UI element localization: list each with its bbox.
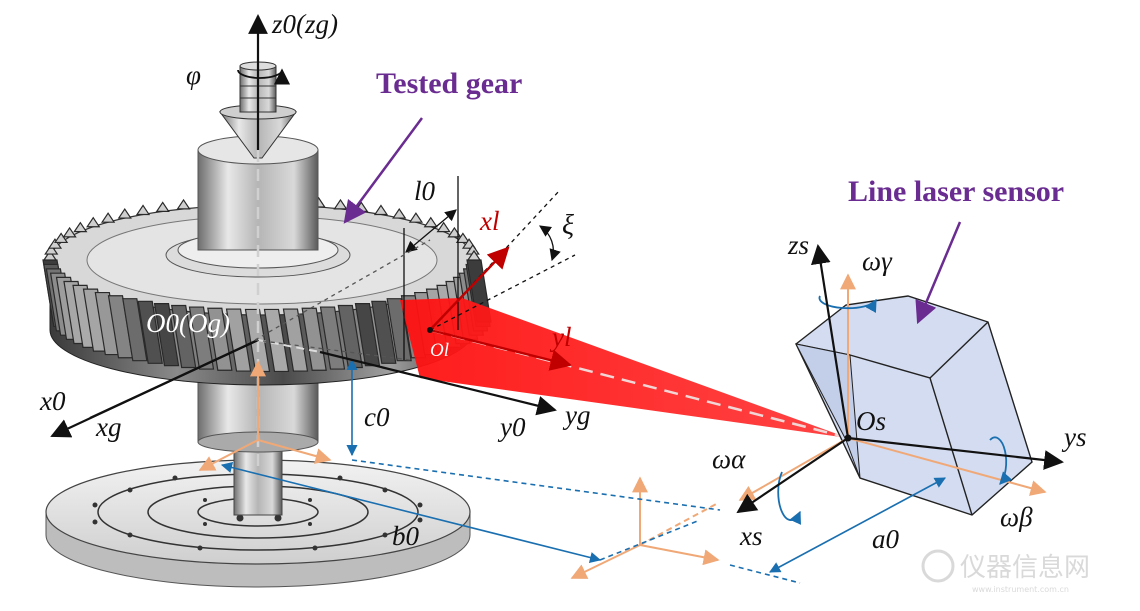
gear-tooth-top xyxy=(47,238,63,249)
gear-tooth xyxy=(371,300,397,364)
label-l0: l0 xyxy=(414,176,436,206)
watermark-logo-icon xyxy=(921,549,955,583)
watermark-text: 仪器信息网 xyxy=(960,553,1090,583)
gear-tooth xyxy=(170,304,197,369)
gear-tooth xyxy=(263,308,290,373)
gear-tooth-top xyxy=(117,207,132,219)
gear-tooth-top xyxy=(455,232,471,244)
gear-tooth-top xyxy=(176,198,191,210)
laser-plane xyxy=(400,298,848,438)
gear-tooth-top xyxy=(44,243,59,255)
label-xs: xs xyxy=(739,521,763,551)
label-b0: b0 xyxy=(392,521,420,551)
gear-tooth-top xyxy=(42,249,58,261)
watermark: 仪器信息网 www.instrument.com.cn xyxy=(921,549,1090,594)
label-ys: ys xyxy=(1061,422,1087,452)
label-omega-beta: ωβ xyxy=(1000,502,1033,532)
gear-tooth xyxy=(188,306,215,370)
gear-tooth xyxy=(282,308,309,372)
label-ol: Ol xyxy=(430,340,449,361)
tested-gear-pointer xyxy=(343,117,424,224)
tested-gear-title: Tested gear xyxy=(376,67,522,100)
label-omega-gamma: ωγ xyxy=(862,246,893,276)
gear-tooth xyxy=(319,306,346,370)
gear-tooth xyxy=(337,304,364,369)
label-o0-og: O0(Og) xyxy=(146,308,230,338)
sensor-pointer xyxy=(915,221,962,325)
construction-lines xyxy=(254,176,576,361)
label-c0: c0 xyxy=(364,402,390,432)
gear-tooth-top xyxy=(392,207,407,219)
gear-tooth-top xyxy=(73,221,88,233)
dimension-lines xyxy=(220,358,946,584)
label-phi: φ xyxy=(186,60,201,90)
label-zs: zs xyxy=(787,230,809,260)
axis-yl xyxy=(429,328,573,371)
reference-axes-gear xyxy=(198,360,332,471)
line-laser-sensor-body xyxy=(795,295,1033,516)
gear-tooth-top xyxy=(62,226,77,238)
axis-xl xyxy=(429,246,510,331)
label-os: Os xyxy=(856,406,886,436)
gear-tooth xyxy=(386,298,412,362)
gear-tooth-top xyxy=(100,212,116,223)
label-a0: a0 xyxy=(872,524,900,554)
gear-tooth xyxy=(122,298,148,362)
label-xi: ξ xyxy=(562,210,574,241)
origin-ol xyxy=(427,327,433,333)
label-y0: y0 xyxy=(497,412,526,442)
label-x0: x0 xyxy=(39,386,66,416)
gear-tooth-top xyxy=(53,232,69,244)
gear-tooth-top xyxy=(155,201,170,213)
gear-tooth-top xyxy=(333,198,348,210)
label-z0-zg: z0(zg) xyxy=(271,9,338,39)
watermark-url: www.instrument.com.cn xyxy=(972,585,1069,594)
gear-tooth-top xyxy=(423,216,438,228)
line-laser-sensor-title: Line laser sensor xyxy=(848,175,1064,208)
gear-tooth xyxy=(137,300,163,364)
gear-tooth-top xyxy=(135,204,151,216)
label-xl: xl xyxy=(479,206,500,236)
gear-tooth-top xyxy=(408,212,424,223)
label-xg: xg xyxy=(95,412,121,442)
gear-tooth xyxy=(153,302,180,367)
label-omega-alpha: ωα xyxy=(712,444,746,474)
label-yg: yg xyxy=(562,400,590,430)
label-yl: yl xyxy=(549,322,572,352)
gear-tooth-top xyxy=(373,204,389,216)
origin-os xyxy=(844,434,852,442)
coordinate-axes xyxy=(50,14,1064,514)
gear-tooth-top xyxy=(86,216,101,228)
gear-tooth-top xyxy=(466,249,482,261)
rotation-arrows xyxy=(237,68,1013,525)
